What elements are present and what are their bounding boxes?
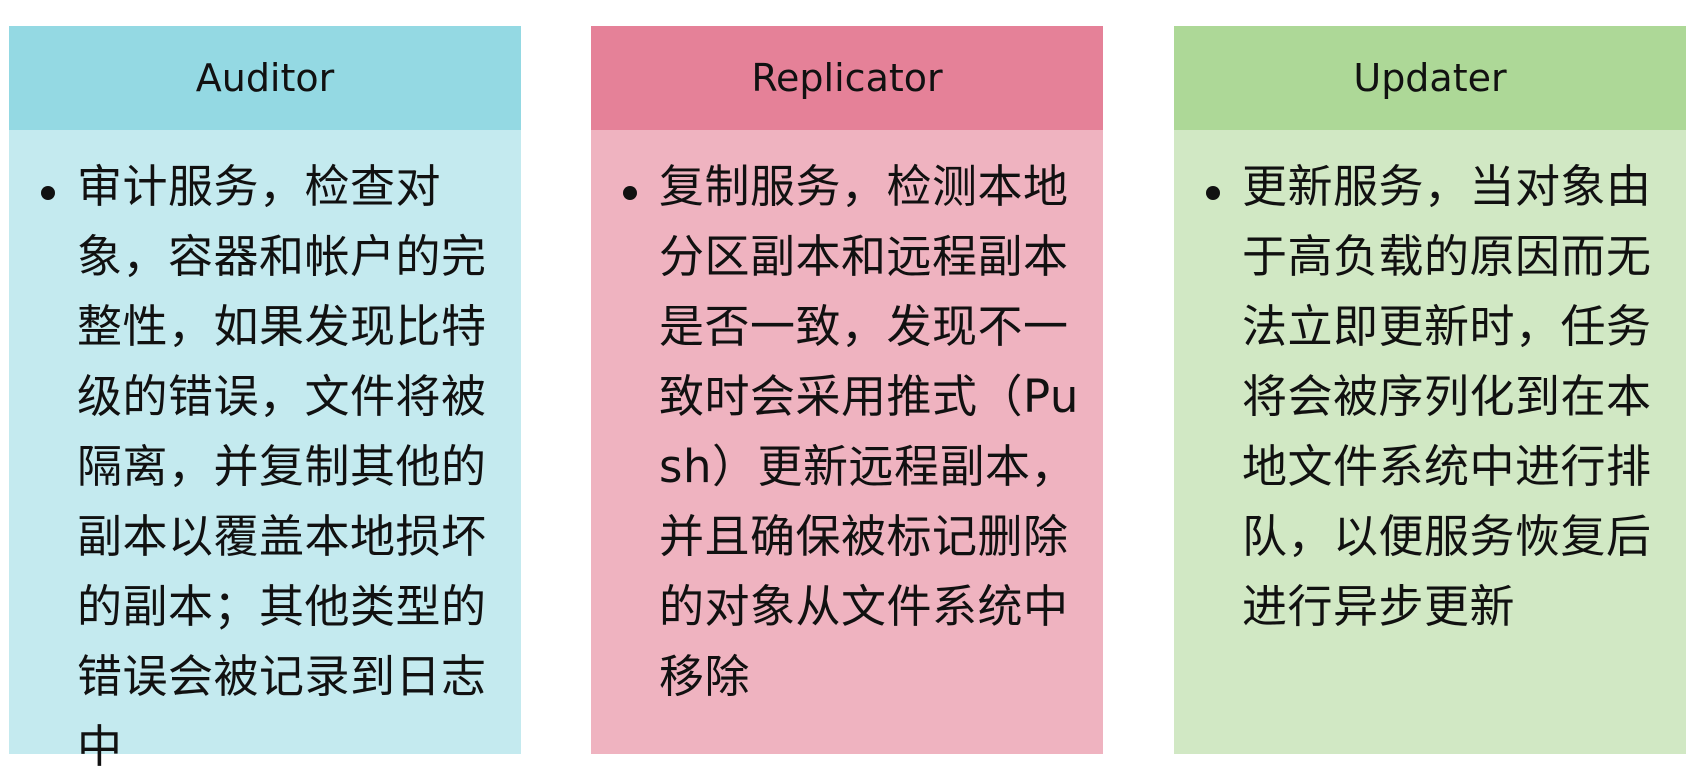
updater-card-title: Updater: [1174, 26, 1686, 130]
bullet-icon: [623, 186, 637, 200]
bullet-icon: [41, 186, 55, 200]
replicator-card-title: Replicator: [591, 26, 1103, 130]
auditor-card: Auditor 审计服务，检查对象，容器和帐户的完整性，如果发现比特级的错误，文…: [9, 26, 521, 773]
auditor-description: 审计服务，检查对象，容器和帐户的完整性，如果发现比特级的错误，文件将被隔离，并复…: [77, 160, 487, 773]
auditor-card-body: 审计服务，检查对象，容器和帐户的完整性，如果发现比特级的错误，文件将被隔离，并复…: [9, 130, 521, 773]
auditor-bullet-item: 审计服务，检查对象，容器和帐户的完整性，如果发现比特级的错误，文件将被隔离，并复…: [29, 152, 501, 782]
updater-card: Updater 更新服务，当对象由于高负载的原因而无法立即更新时，任务将会被序列…: [1174, 26, 1686, 754]
replicator-card-body: 复制服务，检测本地分区副本和远程副本是否一致，发现不一致时会采用推式（Push）…: [591, 130, 1103, 754]
replicator-card: Replicator 复制服务，检测本地分区副本和远程副本是否一致，发现不一致时…: [591, 26, 1103, 754]
updater-card-body: 更新服务，当对象由于高负载的原因而无法立即更新时，任务将会被序列化到在本地文件系…: [1174, 130, 1686, 754]
bullet-icon: [1206, 186, 1220, 200]
replicator-bullet-item: 复制服务，检测本地分区副本和远程副本是否一致，发现不一致时会采用推式（Push）…: [611, 152, 1083, 712]
updater-bullet-item: 更新服务，当对象由于高负载的原因而无法立即更新时，任务将会被序列化到在本地文件系…: [1194, 152, 1666, 642]
auditor-card-title: Auditor: [9, 26, 521, 130]
updater-description: 更新服务，当对象由于高负载的原因而无法立即更新时，任务将会被序列化到在本地文件系…: [1242, 160, 1652, 633]
replicator-description: 复制服务，检测本地分区副本和远程副本是否一致，发现不一致时会采用推式（Push）…: [659, 160, 1079, 703]
